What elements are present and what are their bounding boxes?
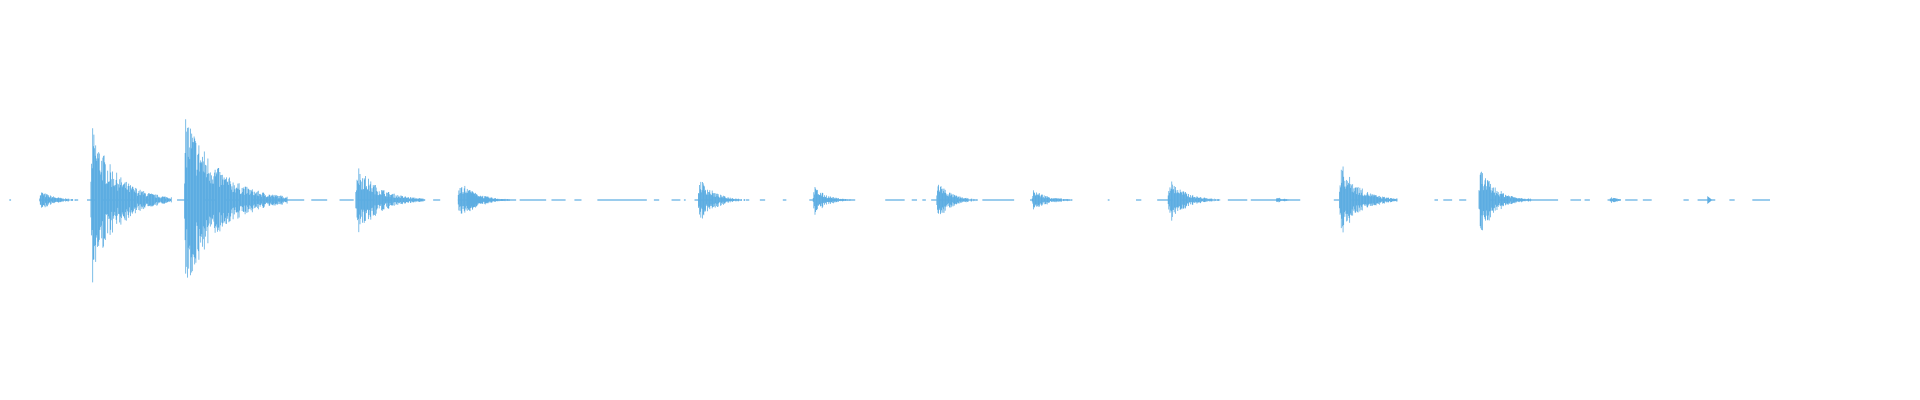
waveform-transient	[355, 168, 426, 233]
waveform-transient	[184, 119, 288, 278]
waveform-transient	[698, 181, 745, 219]
waveform-transient	[466, 190, 496, 212]
waveform-end-marker	[1707, 196, 1713, 204]
waveform-transient	[936, 184, 979, 215]
waveform-transient	[812, 186, 851, 215]
waveform-transient	[1339, 166, 1398, 233]
waveform-transient	[1478, 171, 1532, 231]
waveform-transient	[1031, 190, 1072, 210]
waveform-transient	[39, 192, 76, 208]
waveform-transient	[90, 128, 172, 283]
waveform-transient	[1276, 197, 1289, 203]
waveform-transient	[1609, 197, 1621, 203]
waveform-transient	[1167, 181, 1221, 221]
